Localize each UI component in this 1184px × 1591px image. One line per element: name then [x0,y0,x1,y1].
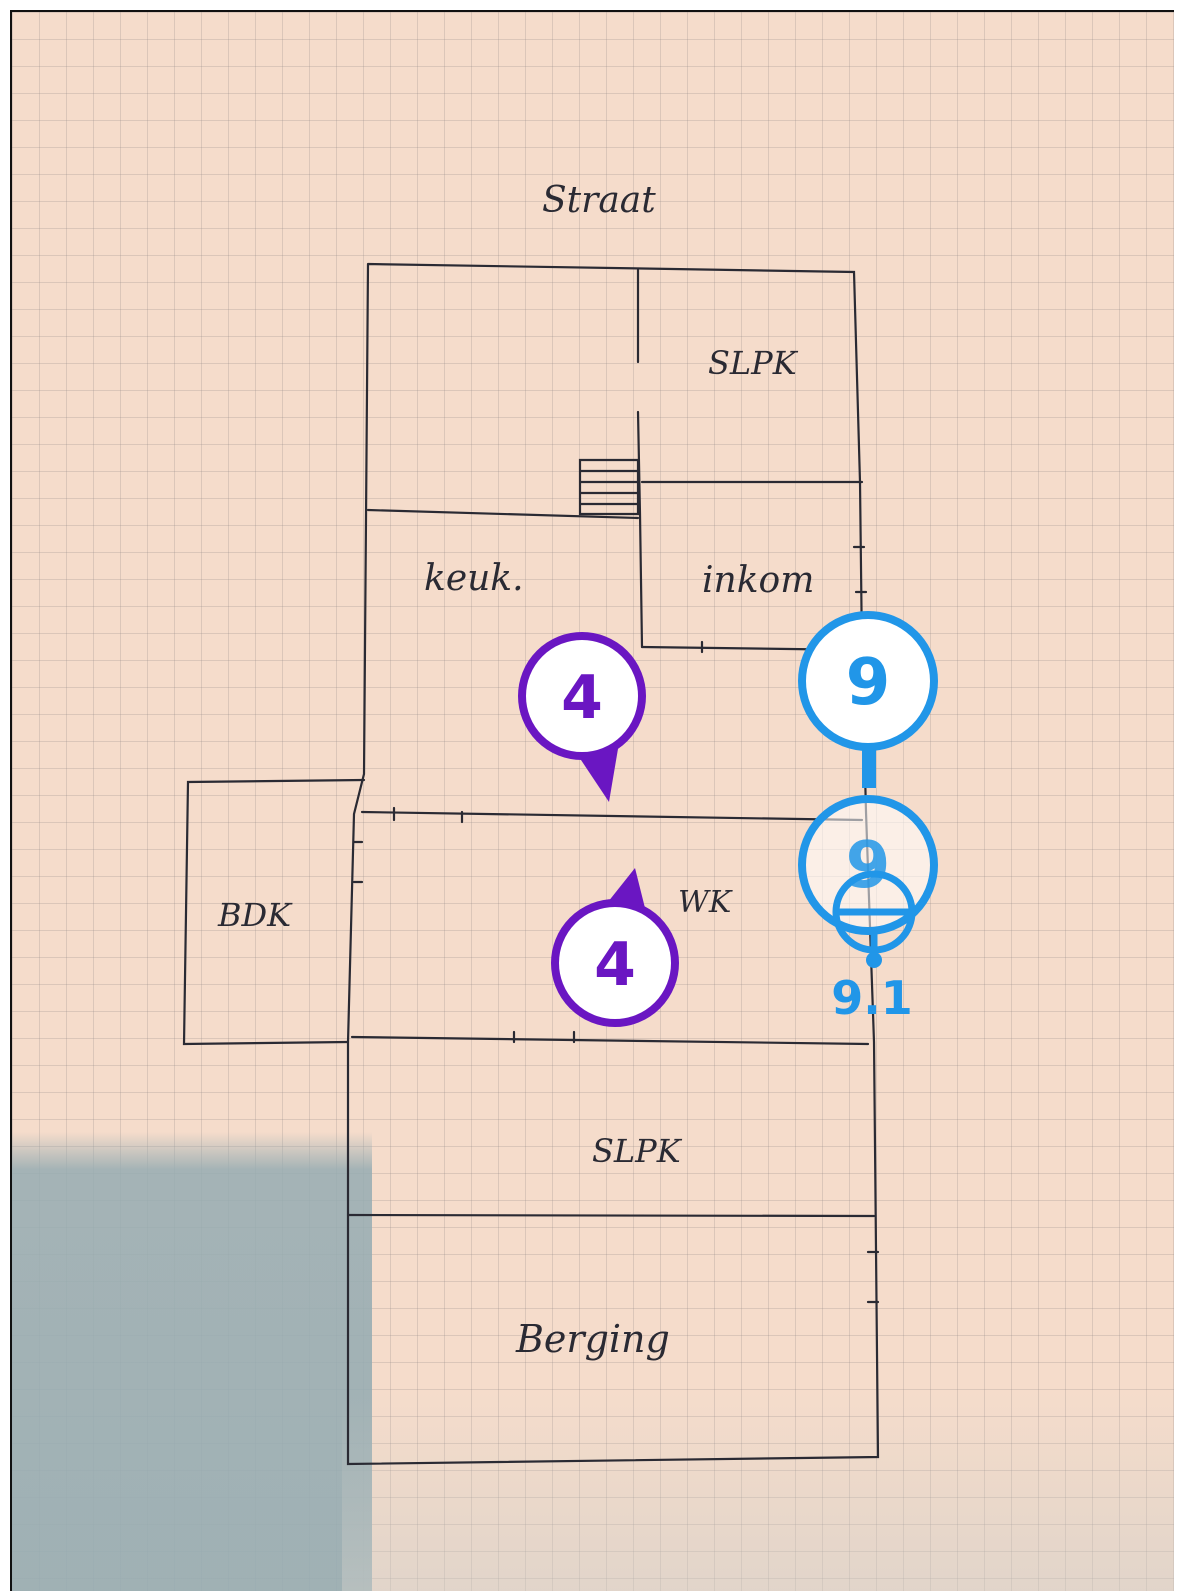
photo-frame: Straat SLPK keuk. inkom BDK WK SLPK Berg… [10,10,1174,1591]
wall-kitchen-top [366,508,640,520]
label-bathroom: BDK [217,896,293,934]
label-bedroom-top: SLPK [708,344,799,382]
wall-divider-top [636,268,644,649]
marker-number: 9 [846,646,891,720]
outer-wall [346,262,880,1466]
label-bedroom-bottom: SLPK [592,1132,683,1170]
purple-marker-top[interactable]: 4 [518,632,646,802]
shadow-overlay [12,1132,372,1591]
floor-plan-sketch: Straat SLPK keuk. inkom BDK WK SLPK Berg… [182,180,938,1466]
marker-number: 4 [594,930,636,1000]
purple-marker-bottom[interactable]: 4 [551,868,679,1027]
subpoint-label: 9.1 [831,971,913,1025]
label-living: WK [678,885,733,920]
anchor-dot-icon [866,952,882,968]
wall-living-bottom [350,1035,870,1046]
label-entrance: inkom [702,560,814,601]
marker-circle-icon [518,632,646,760]
label-storage: Berging [515,1317,670,1361]
marker-number: 9 [846,829,891,903]
wall-storage-top [346,1213,876,1218]
marker-number: 4 [561,663,603,733]
wall-living-top [360,810,864,822]
blue-connector [862,742,876,788]
plan-walls [182,262,880,1466]
blue-subpoint[interactable]: 9.1 [831,870,916,1025]
marker-circle-icon [798,611,938,751]
wall-bathroom [182,778,366,1046]
stairs [578,458,640,516]
label-street: Straat [542,180,656,221]
shadow-overlay-bottom [342,1392,1174,1591]
marker-circle-icon [551,899,679,1027]
wall-ticks [352,545,880,1304]
blue-marker-top[interactable]: 9 [798,611,938,751]
label-kitchen: keuk. [424,558,524,599]
